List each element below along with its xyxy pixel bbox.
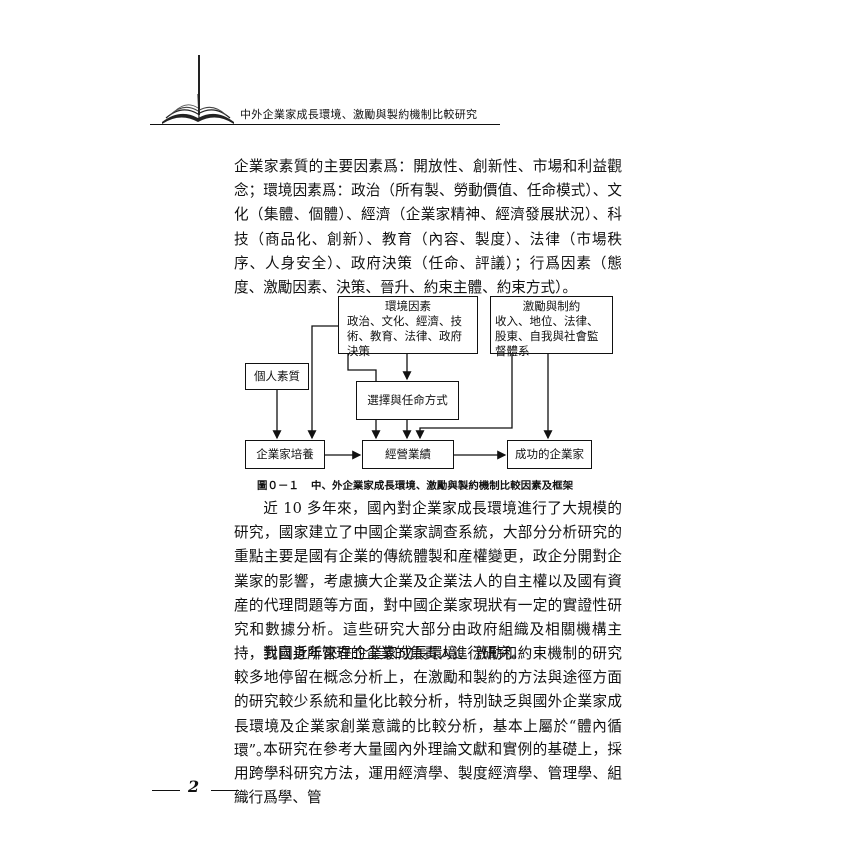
footer-rule-left — [152, 790, 180, 791]
page-number: 2 — [188, 777, 200, 796]
book-quill-icon — [162, 93, 234, 124]
running-header-title: 中外企業家成長環境、激勵與製約機制比較研究 — [240, 108, 478, 121]
body-paragraph-3: 本研究在參考大量國內外理論文獻和實例的基礎上，採用跨學科研究方法，運用經濟學、製… — [234, 741, 622, 807]
header-decoration-line — [198, 55, 200, 115]
intro-paragraph: 企業家素質的主要因素爲：開放性、創新性、市場和利益觀念；環境因素爲：政治（所有製… — [234, 158, 622, 297]
business-performance-box: 經營業績 — [362, 440, 454, 469]
selection-appointment-box: 選擇與任命方式 — [356, 381, 459, 420]
body-paragraph-1: 近 10 多年來，國內對企業家成長環境進行了大規模的研究，國家建立了中國企業家調… — [234, 500, 622, 663]
environment-factors-body: 政治、文化、經濟、技術、教育、法律、政府決策 — [347, 314, 462, 358]
figure-label: 圖０－１ — [257, 480, 299, 492]
successful-entrepreneur-box: 成功的企業家 — [507, 440, 592, 469]
footer-rule-right — [211, 790, 239, 791]
entrepreneur-cultivation-box: 企業家培養 — [245, 440, 325, 469]
incentive-constraint-box: 激勵與制約 收入、地位、法律、股東、自我與社會監督體系 — [490, 296, 613, 358]
figure-caption: 圖０－１ 中、外企業家成長環境、激勵與製約機制比較因素及框架 — [257, 477, 573, 492]
individual-quality-box: 個人素質 — [245, 363, 309, 390]
environment-factors-title: 環境因素 — [385, 299, 431, 313]
arrow-env-to-cultivation — [307, 325, 338, 440]
header-rule — [150, 124, 500, 126]
incentive-constraint-body: 收入、地位、法律、股東、自我與社會監督體系 — [495, 314, 599, 358]
body-paragraph-2: 我國近年來在企業家成長環境、激勵和約束機制的研究較多地停留在概念分析上，在激勵和… — [234, 645, 622, 759]
environment-factors-box: 環境因素 政治、文化、經濟、技術、教育、法律、政府決策 — [338, 296, 478, 358]
arrow-incentive-to-performance — [415, 354, 513, 440]
figure-caption-text: 中、外企業家成長環境、激勵與製約機制比較因素及框架 — [310, 480, 574, 492]
incentive-constraint-title: 激勵與制約 — [522, 299, 581, 313]
